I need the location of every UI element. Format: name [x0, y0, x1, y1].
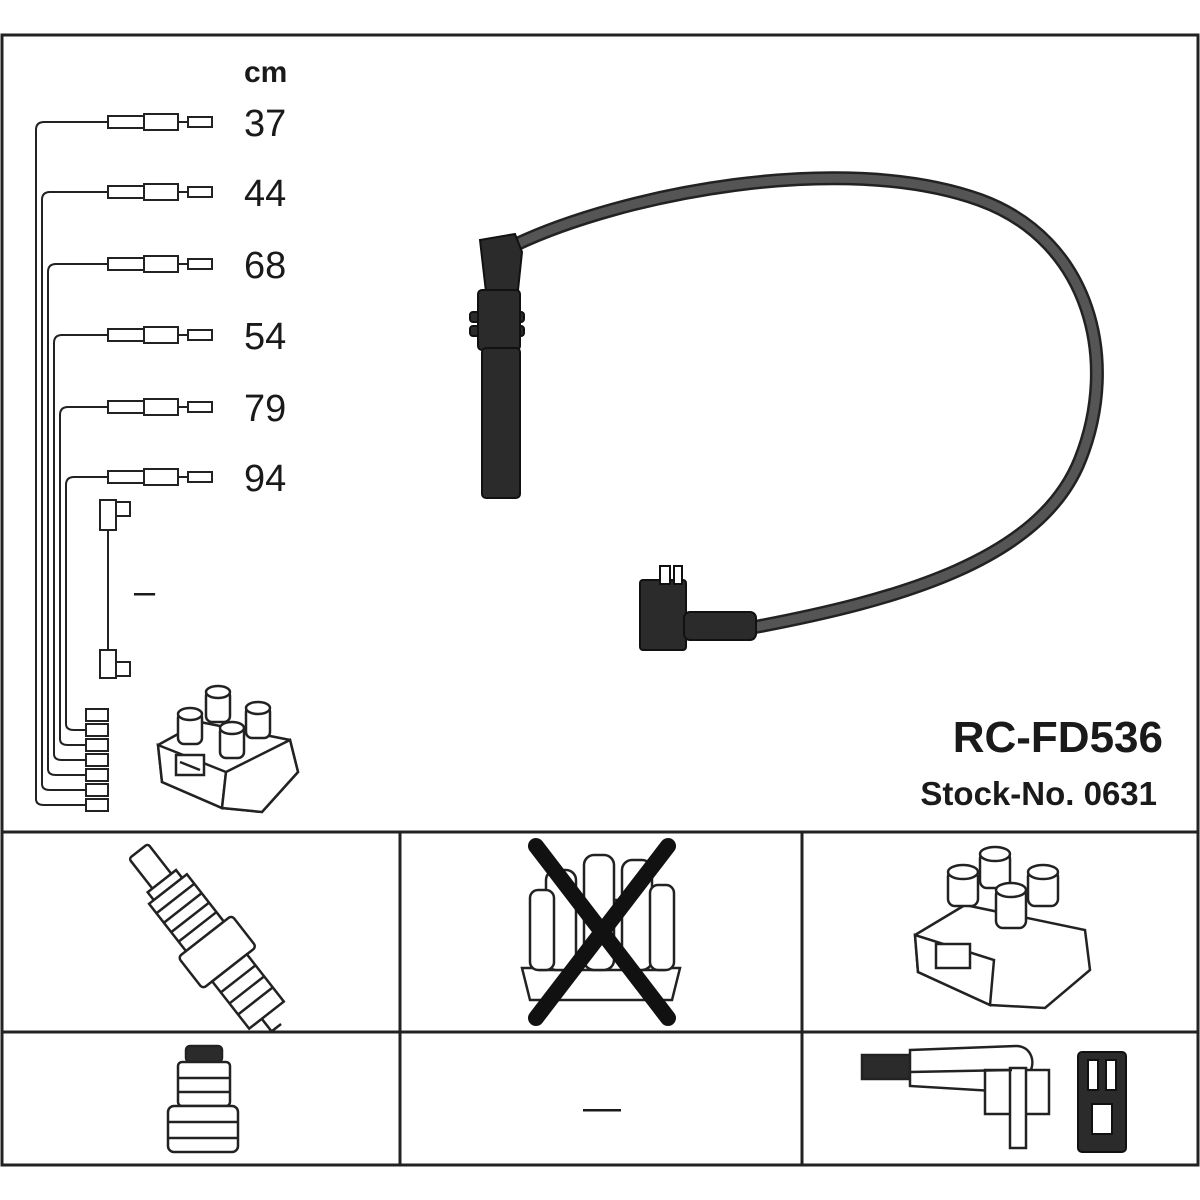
coil-pack-icon [913, 845, 1092, 1010]
cable-end-terminal [85, 723, 109, 737]
cable-length: 54 [244, 316, 286, 358]
ignition-coil-icon [156, 684, 300, 814]
cable-end-terminal [85, 783, 109, 797]
coil-boot-connector-icon [860, 1044, 1051, 1150]
product-code: RC-FD536 [953, 713, 1163, 762]
cable-connector [107, 326, 213, 344]
cable-wire [53, 334, 108, 761]
spark-plug-icon [128, 843, 286, 1034]
unit-label: cm [244, 56, 287, 89]
cable-connector [107, 398, 213, 416]
cable-connector [107, 255, 213, 273]
cable-connector [107, 113, 213, 131]
cable-length: 37 [244, 103, 286, 145]
ignition-cable-icon [469, 171, 1104, 651]
cable-wire [41, 191, 108, 791]
cable-wire [65, 476, 108, 731]
coil-connector-icon [639, 565, 757, 651]
cable-end-terminal [85, 708, 109, 722]
cable-connector [107, 183, 213, 201]
coil-lead [99, 499, 131, 679]
excluded-cross-icon [528, 838, 676, 1026]
cable-length: 44 [244, 173, 286, 215]
cable-end-terminal [85, 753, 109, 767]
cable-end-terminal [85, 798, 109, 812]
cable-end-terminal [85, 768, 109, 782]
terminal-icon [166, 1044, 240, 1154]
cable-length: 79 [244, 388, 286, 430]
spark-plug-boot-icon [469, 232, 525, 499]
cable-length: – [134, 571, 156, 613]
cable-bundle: 37 44 68 54 79 94 – [35, 103, 286, 812]
cable-length: 68 [244, 245, 286, 287]
coil-clip-icon [1077, 1051, 1127, 1153]
cable-end-terminal [85, 738, 109, 752]
panel-value: — [583, 1087, 621, 1129]
cable-connector [107, 468, 213, 486]
stock-number: Stock-No. 0631 [920, 775, 1157, 812]
cable-wire [47, 263, 108, 776]
cable-wire [59, 406, 108, 746]
cable-length: 94 [244, 458, 286, 500]
cable-wire [35, 121, 108, 806]
